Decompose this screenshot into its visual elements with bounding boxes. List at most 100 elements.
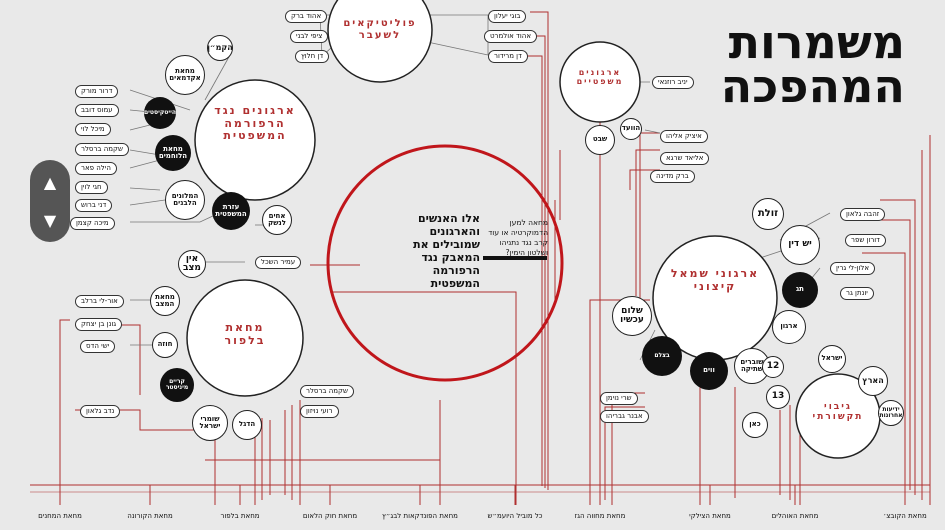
scroll-down-button[interactable]: ▼ [30, 200, 70, 240]
bottom-drops [59, 485, 906, 505]
network-line [204, 54, 231, 101]
person-label[interactable]: אלון-לי גרין [830, 262, 876, 275]
person-label[interactable]: ברק מדינה [650, 170, 695, 183]
bottom-event-label[interactable]: מחאת המחנים [38, 512, 82, 520]
person-label[interactable]: עמוס דובב [75, 104, 119, 117]
cluster-politicians-circle [327, 0, 433, 83]
person-label[interactable]: דן חלוץ [295, 50, 330, 63]
connector [880, 199, 916, 495]
person-label[interactable]: נדב גלאון [80, 405, 121, 418]
logo-icon[interactable]: מחאת הלוחמים [155, 135, 191, 171]
bottom-event-label[interactable]: מחאת בלפור [220, 512, 260, 520]
person-label[interactable]: שקמה ברסלר [300, 385, 354, 398]
cluster-legal-small-circle [559, 41, 641, 123]
connector [59, 319, 70, 505]
logo-icon[interactable]: הדגל [232, 410, 262, 440]
person-label[interactable]: אליאד שרגא [660, 152, 710, 165]
person-label[interactable]: יניב רוזנאי [652, 76, 694, 89]
cluster-balfour-label: מחאת בלפור [224, 321, 266, 347]
bottom-event-label[interactable]: מחאת הצילקי [689, 512, 731, 520]
person-label[interactable]: אהוד ברק [285, 10, 328, 23]
logo-icon[interactable]: אחים לנשק [262, 205, 292, 235]
center-headline: אלו האנשים והארגונים שמובילים את המאבק נ… [413, 212, 480, 290]
person-label[interactable]: שרי נוימן [600, 392, 638, 405]
person-label[interactable]: שקמה ברסלר [75, 143, 129, 156]
bottom-event-label[interactable]: מחאת הפונדקאות לבג״ץ [382, 512, 458, 520]
logo-icon[interactable]: הקמ״ן [207, 35, 233, 61]
logo-icon[interactable]: קריים מיניסטר [160, 368, 194, 402]
person-label[interactable]: עמיר השכל [255, 256, 302, 269]
logo-icon[interactable]: בצלם [642, 336, 682, 376]
person-label[interactable]: אבנר גבריהו [600, 410, 649, 423]
person-label[interactable]: רועי נויזון [300, 405, 339, 418]
person-label[interactable]: דני ברוש [75, 199, 113, 212]
logo-icon[interactable]: ישראל [818, 345, 846, 373]
logo-icon[interactable]: אין מצב [178, 250, 206, 278]
network-line [644, 129, 661, 134]
cluster-media-label: גיבוי תקשורתי [812, 402, 864, 423]
person-label[interactable]: אהוד אולמרט [484, 30, 538, 43]
person-label[interactable]: יונתן גר [840, 287, 874, 300]
scroll-nav: ▲ ▼ [30, 160, 70, 242]
cluster-balfour-circle [186, 279, 304, 397]
network-line [129, 187, 161, 191]
logo-icon[interactable]: הייטקיסטים [144, 97, 176, 129]
logo-icon[interactable]: שבט [585, 125, 615, 155]
cluster-legal-small-label: ארגונים משפטיים [576, 68, 624, 87]
person-label[interactable]: ציפי לבני [290, 30, 329, 43]
logo-icon[interactable]: יש דין [780, 225, 820, 265]
logo-icon[interactable]: הוועד [620, 118, 642, 140]
logo-icon[interactable]: זולת [752, 198, 784, 230]
person-label[interactable]: גונן בן יצחק [75, 318, 123, 331]
logo-icon[interactable]: ארגון [772, 310, 806, 344]
page-title: משמרות המהפכה [720, 15, 905, 113]
person-label[interactable]: בוגי יעלון [488, 10, 527, 23]
person-label[interactable]: מיכל לוי [75, 123, 111, 136]
logo-icon[interactable]: חוזה [152, 332, 178, 358]
bottom-event-label[interactable]: מחאת הקובצ׳ [883, 512, 927, 520]
cluster-legal-orgs-label: ארגונים נגד הרפורמה המשפטית [214, 104, 296, 143]
logo-icon[interactable]: מחאת אקדמאים [165, 55, 205, 95]
bottom-event-label[interactable]: מחאת חוק הלאום [302, 512, 358, 520]
person-label[interactable]: ישי הדס [80, 340, 116, 353]
logo-icon[interactable]: ידיעות אחרונות [878, 400, 904, 426]
connector [880, 219, 911, 490]
cluster-left-orgs-label: ארגוני שמאל קיצוני [670, 267, 760, 293]
logo-icon[interactable]: ווים [690, 352, 728, 390]
person-label[interactable]: חגי לוין [75, 181, 108, 194]
bottom-event-label[interactable]: מחאת מחווה הגז [574, 512, 626, 520]
center-quote: מחאה למען הדמוקרטיה או עוד קרב נגד נתניה… [488, 218, 548, 257]
person-label[interactable]: הילה פאר [75, 162, 117, 175]
person-label[interactable]: אור-לי ברלב [75, 295, 124, 308]
connector [635, 149, 660, 296]
network-line [129, 159, 161, 169]
logo-icon[interactable]: עזרת המשפטית [212, 192, 250, 230]
bottom-event-label[interactable]: מחאת הקורונה [127, 512, 173, 520]
logo-icon[interactable]: 13 [766, 385, 790, 409]
logo-icon[interactable]: 12 [762, 356, 784, 378]
logo-icon[interactable]: תג [782, 272, 818, 308]
scroll-up-button[interactable]: ▲ [30, 162, 70, 202]
bottom-event-label[interactable]: כל מוביל היועמ״ש [487, 512, 543, 520]
logo-icon[interactable]: שלום עכשיו [612, 296, 652, 336]
logo-icon[interactable]: שומרי ישראל [192, 405, 228, 441]
person-label[interactable]: דן מרידור [488, 50, 528, 63]
center-highlight-circle [326, 144, 564, 382]
cluster-legal-orgs-circle [194, 79, 316, 201]
person-label[interactable]: איציק אליהו [660, 130, 708, 143]
connector [604, 406, 645, 500]
logo-icon[interactable]: מחאת המצב [150, 286, 180, 316]
person-label[interactable]: דרור מורק [75, 85, 119, 98]
cluster-politicians-label: פוליטיקאים לשעבר [343, 18, 417, 41]
connector [629, 169, 660, 190]
bottom-event-label[interactable]: מחאת האוהלים [771, 512, 819, 520]
connector [330, 291, 517, 505]
person-label[interactable]: דורון שפר [845, 234, 887, 247]
logo-icon[interactable]: המלונים הלבנים [165, 180, 205, 220]
logo-icon[interactable]: כאן [742, 412, 768, 438]
person-label[interactable]: זהבה גלאון [840, 208, 886, 221]
person-label[interactable]: מיכה קצמן [70, 217, 115, 230]
logo-icon[interactable]: הארץ [858, 366, 888, 396]
